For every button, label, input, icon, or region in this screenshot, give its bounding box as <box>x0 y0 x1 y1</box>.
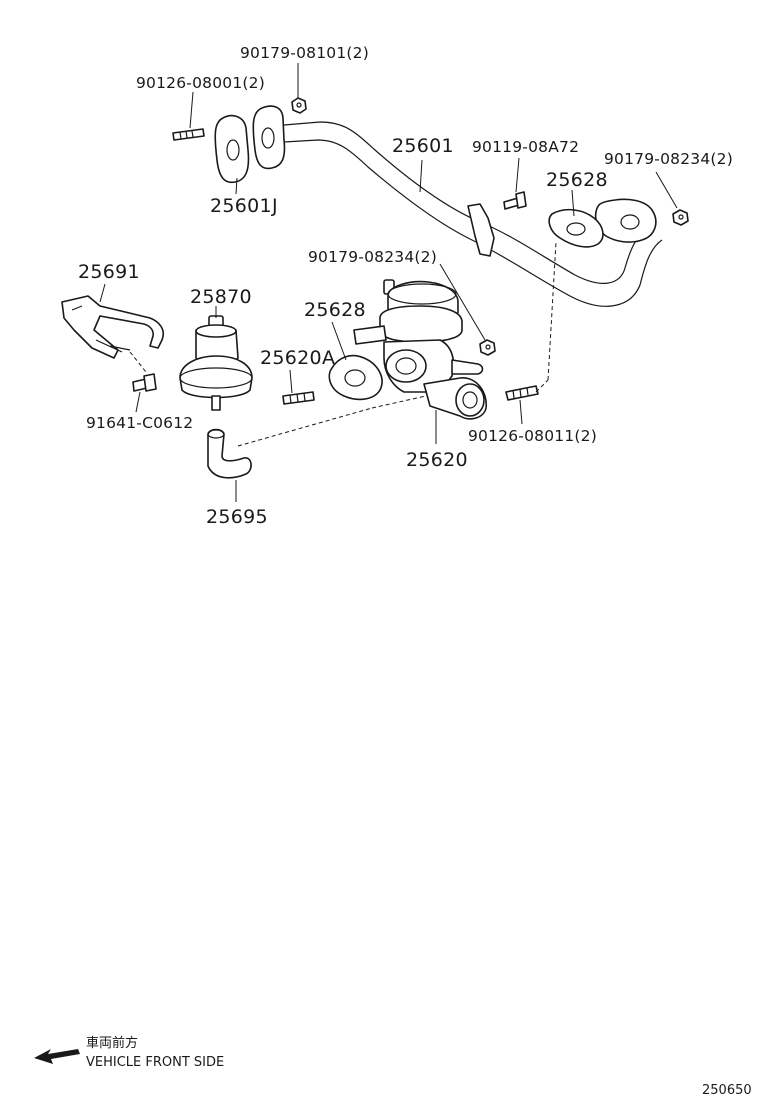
diagram-code: 250650 <box>702 1083 752 1098</box>
egr-valve-25620 <box>353 279 487 420</box>
bolt-91641-C0612 <box>132 373 157 392</box>
hose-25695 <box>207 428 252 479</box>
front-arrow-icon <box>34 1049 80 1064</box>
legend-english: VEHICLE FRONT SIDE <box>86 1055 224 1070</box>
modulator-25870 <box>179 315 253 411</box>
label-90126-08001: 90126-08001(2) <box>136 74 265 92</box>
vehicle-front-legend: 車両前方 VEHICLE FRONT SIDE <box>34 1035 224 1070</box>
egr-pipe-25601 <box>252 105 663 307</box>
gasket-25628-top <box>548 208 604 248</box>
nut-90179-08101 <box>291 97 307 114</box>
label-25870: 25870 <box>190 286 252 308</box>
bolt-90119-08A72 <box>503 191 527 210</box>
stud-90126-08001 <box>172 128 205 141</box>
gasket-25628-mid <box>328 354 383 401</box>
label-25601J: 25601J <box>210 195 278 217</box>
label-90179-08234-center: 90179-08234(2) <box>308 248 437 266</box>
label-90126-08011: 90126-08011(2) <box>468 427 597 445</box>
label-25620A: 25620A <box>260 347 335 369</box>
nut-90179-08234-center <box>479 339 496 356</box>
label-90119-08A72: 90119-08A72 <box>472 138 579 156</box>
nut-90179-08234-right <box>672 209 689 226</box>
label-90179-08234-right: 90179-08234(2) <box>604 150 733 168</box>
label-25628-top: 25628 <box>546 169 608 191</box>
stud-25620A <box>282 391 315 405</box>
label-90179-08101: 90179-08101(2) <box>240 44 369 62</box>
label-25601: 25601 <box>392 135 454 157</box>
leader-lines <box>99 63 678 502</box>
legend-japanese: 車両前方 <box>86 1035 138 1051</box>
label-25620: 25620 <box>406 449 468 471</box>
assembly-lines <box>129 241 557 447</box>
label-25695: 25695 <box>206 506 268 528</box>
bracket-25691 <box>61 295 165 359</box>
label-25691: 25691 <box>78 261 140 283</box>
label-91641-C0612: 91641-C0612 <box>86 414 193 432</box>
stud-90126-08011 <box>505 385 539 401</box>
gasket-25601J <box>214 114 250 184</box>
label-25628-mid: 25628 <box>304 299 366 321</box>
